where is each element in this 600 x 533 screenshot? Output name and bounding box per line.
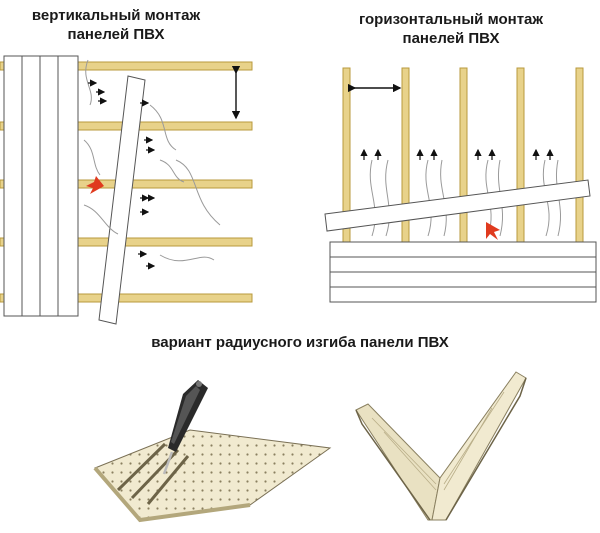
bent-panel-edge-right	[445, 377, 527, 521]
bent-panel-ribs	[371, 391, 505, 491]
bent-panel-illustration	[355, 371, 527, 521]
panel	[329, 271, 597, 288]
installed-panels	[329, 241, 597, 303]
panel	[329, 286, 597, 303]
battens-vertical	[342, 67, 584, 254]
vertical-title-line1: вертикальный монтаж панелей ПВХ	[31, 7, 201, 43]
radius-bend-title: вариант радиусного изгиба панели ПВХ	[0, 333, 600, 352]
red-arrow-icon	[86, 176, 104, 194]
tilted-panel	[324, 179, 591, 232]
panel	[329, 241, 597, 258]
horizontal-title-line1: горизонтальный монтаж панелей ПВХ	[358, 11, 544, 47]
panel-edge	[93, 466, 251, 523]
vertical-mounting-diagram	[0, 55, 253, 325]
installed-panels	[3, 55, 79, 317]
cutter-knife-icon	[162, 380, 208, 475]
panel	[57, 55, 79, 317]
horizontal-mounting-diagram	[324, 67, 597, 303]
vertical-mounting-title: вертикальный монтаж панелей ПВХ	[0, 6, 232, 44]
tilted-panel	[98, 75, 146, 325]
batten	[0, 293, 253, 303]
bent-panel-left	[355, 403, 441, 521]
airflow-lines	[83, 59, 221, 262]
batten	[575, 67, 584, 254]
panel	[21, 55, 41, 317]
panel	[329, 256, 597, 273]
batten	[0, 61, 253, 71]
airflow-arrow-icon	[360, 148, 554, 160]
batten	[516, 67, 525, 254]
panel	[3, 55, 23, 317]
batten	[459, 67, 468, 254]
bent-panel-edge-left	[355, 409, 431, 521]
panel	[39, 55, 59, 317]
bend-title-text: вариант радиусного изгиба панели ПВХ	[151, 334, 449, 351]
horizontal-mounting-title: горизонтальный монтаж панелей ПВХ	[326, 10, 576, 48]
bent-panel-right	[431, 371, 527, 521]
red-arrow-icon	[486, 222, 500, 240]
airflow-arrow-icon	[88, 79, 156, 270]
batten	[401, 67, 410, 254]
bend-cut-illustration	[93, 380, 332, 523]
